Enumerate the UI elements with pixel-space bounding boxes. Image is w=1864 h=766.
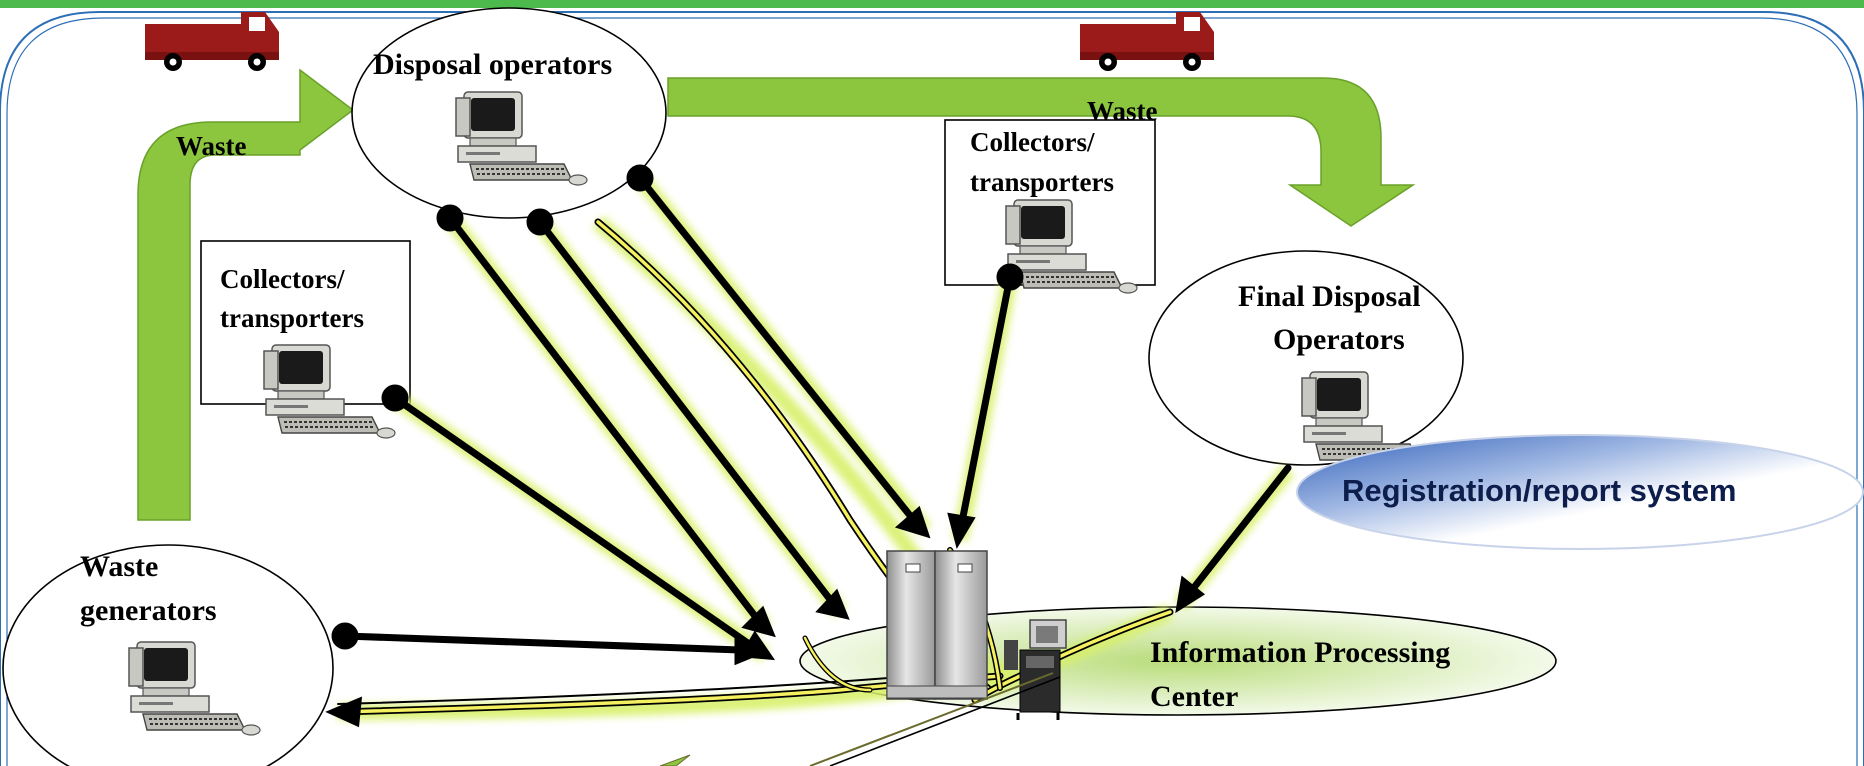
collectors-right-label-line1: Collectors/ <box>970 127 1095 157</box>
collectors-left-label-line2: transporters <box>220 303 364 333</box>
collectors-right-label-line2: transporters <box>970 167 1114 197</box>
truck-icon <box>1080 12 1214 71</box>
waste-flow-label-right: Waste <box>1087 96 1158 126</box>
workstation-icon <box>1004 619 1067 720</box>
collectors-left-label-line1: Collectors/ <box>220 264 345 294</box>
registration-system-shape <box>1296 434 1864 550</box>
waste-flow-label-left: Waste <box>176 131 247 161</box>
waste-generators-label-line2: generators <box>80 594 217 627</box>
waste-flow-arrow-left <box>137 68 355 521</box>
final-disposal-label-line1: Final Disposal <box>1238 280 1421 313</box>
waste-flow-arrow-right <box>667 77 1416 227</box>
registration-system-label: Registration/report system <box>1342 473 1737 508</box>
information-center-label-line2: Center <box>1150 680 1239 713</box>
collectors-left-node <box>200 240 411 405</box>
top-rule <box>0 0 1864 8</box>
waste-generators-label-line1: Waste <box>80 550 159 583</box>
truck-icon <box>145 12 279 71</box>
information-center-label-line1: Information Processing <box>1150 636 1451 669</box>
final-disposal-label-line2: Operators <box>1273 323 1405 356</box>
data-connections <box>325 164 1292 728</box>
outer-frame <box>0 11 1864 766</box>
final-disposal-node <box>1148 250 1464 466</box>
server-icon <box>886 550 988 700</box>
disposal-operators-label: Disposal operators <box>373 48 613 81</box>
